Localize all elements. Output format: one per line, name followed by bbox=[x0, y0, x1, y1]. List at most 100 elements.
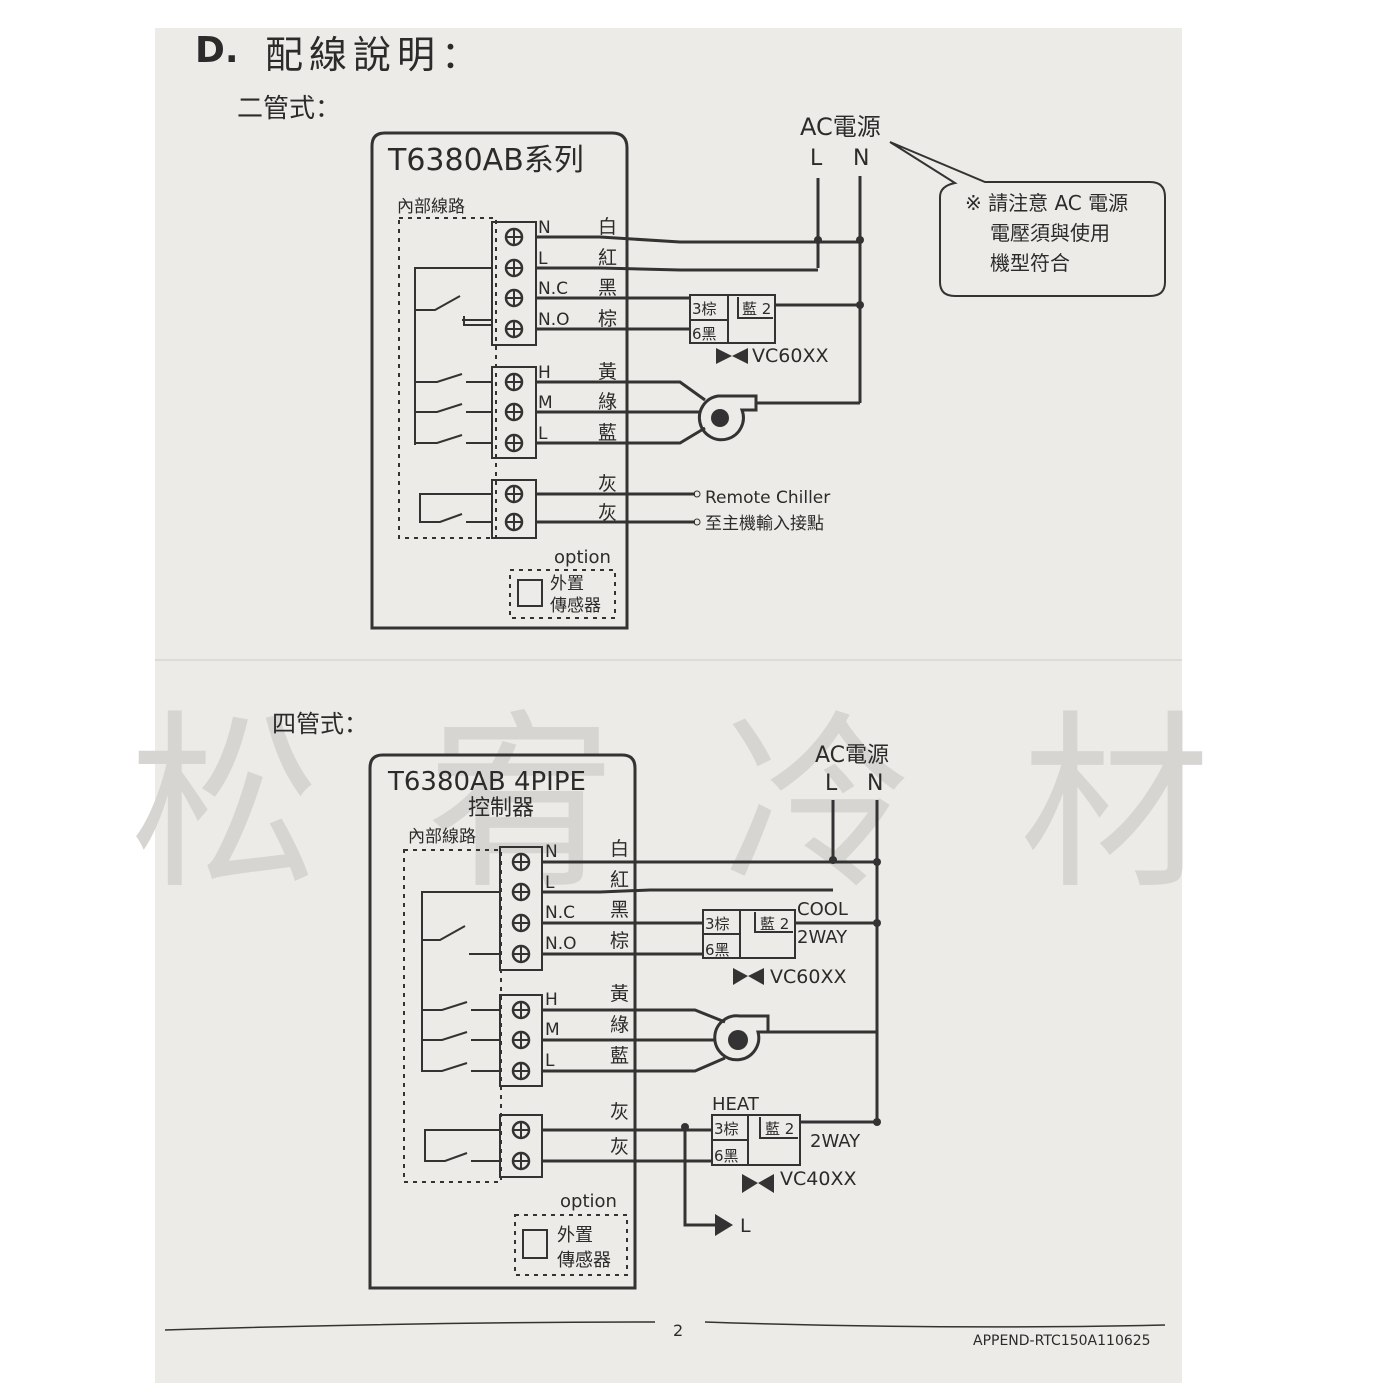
terminal-label: N bbox=[545, 842, 558, 862]
page-title: 配線說明： bbox=[265, 33, 485, 77]
option-label: option bbox=[560, 1191, 617, 1212]
wire-color: 藍 bbox=[610, 1045, 629, 1067]
arrow-icon bbox=[715, 1214, 733, 1236]
valve-model: VC60XX bbox=[752, 345, 828, 367]
valve-terminal: 6黑 bbox=[692, 325, 717, 343]
valve-terminal: 6黑 bbox=[705, 941, 730, 959]
terminal-screw-cross bbox=[513, 1063, 529, 1079]
document-code: APPEND-RTC150A110625 bbox=[973, 1333, 1151, 1349]
terminal-label: N.C bbox=[545, 903, 575, 923]
option-label: option bbox=[554, 547, 611, 568]
terminal-block bbox=[499, 846, 543, 971]
wire-color: 灰 bbox=[598, 473, 617, 495]
model-name: T6380AB系列 bbox=[387, 143, 584, 178]
page-number: 2 bbox=[673, 1321, 683, 1340]
wire-color: 綠 bbox=[598, 391, 617, 413]
terminal-screw-cross bbox=[513, 884, 529, 900]
sensor-label: 外置 bbox=[550, 574, 584, 594]
ac-l-label: L bbox=[810, 146, 823, 171]
wire-color: 白 bbox=[598, 216, 617, 238]
sensor-label: 傳感器 bbox=[550, 596, 601, 616]
terminal-screw-cross bbox=[506, 404, 522, 420]
terminal-label: L bbox=[538, 249, 548, 269]
terminal-screw-cross bbox=[513, 1002, 529, 1018]
wire-color: 棕 bbox=[598, 308, 617, 330]
two-pipe-diagram: 二管式： T6380AB系列 內部線路 N L N.C N.O H M L 白 … bbox=[237, 94, 1166, 630]
terminal-label: H bbox=[545, 990, 558, 1010]
controller-box bbox=[370, 131, 629, 630]
external-sensor-box bbox=[509, 569, 616, 619]
valve-icon bbox=[733, 968, 764, 985]
wire-color: 紅 bbox=[610, 869, 629, 891]
wire-color: 灰 bbox=[598, 502, 617, 524]
terminal-screw-cross bbox=[513, 946, 529, 962]
valve-terminal: 藍 2 bbox=[765, 1120, 794, 1138]
section-letter: D. bbox=[195, 30, 239, 71]
valve-model: VC60XX bbox=[770, 966, 846, 988]
ac-power-label: AC電源 bbox=[800, 113, 881, 141]
terminal-screw-cross bbox=[506, 514, 522, 530]
terminal-screw-cross bbox=[506, 435, 522, 451]
note-line: ※ 請注意 AC 電源 bbox=[965, 191, 1128, 215]
terminal-screw-cross bbox=[506, 290, 522, 306]
terminal-label: L bbox=[538, 424, 548, 444]
terminal-label: N.O bbox=[538, 310, 570, 330]
terminal-label: N bbox=[538, 218, 551, 238]
cool-valve-label: COOL bbox=[797, 899, 848, 920]
valve-terminal: 藍 2 bbox=[760, 915, 789, 933]
valve-terminal: 藍 2 bbox=[742, 300, 771, 318]
four-pipe-label: 四管式： bbox=[272, 710, 368, 738]
wire-color: 紅 bbox=[598, 247, 617, 269]
terminal-screw-cross bbox=[506, 486, 522, 502]
terminal-label: M bbox=[538, 393, 553, 413]
internal-label: 內部線路 bbox=[397, 197, 465, 217]
sensor-label: 外置 bbox=[557, 1225, 593, 1246]
valve-model: VC40XX bbox=[780, 1168, 856, 1190]
heat-valve-label: HEAT bbox=[712, 1094, 760, 1115]
wire-color: 黃 bbox=[610, 983, 629, 1005]
wire-color: 藍 bbox=[598, 422, 617, 444]
wire-color: 灰 bbox=[610, 1136, 629, 1158]
internal-circuit-box bbox=[398, 217, 497, 539]
valve-icon bbox=[742, 1174, 774, 1193]
wire-color: 綠 bbox=[610, 1014, 629, 1036]
external-sensor-box bbox=[514, 1214, 628, 1276]
valve-terminal: 3棕 bbox=[714, 1120, 739, 1138]
note-line: 機型符合 bbox=[990, 251, 1070, 275]
remote-chiller-label: Remote Chiller bbox=[705, 488, 830, 508]
terminal-screw-cross bbox=[513, 854, 529, 870]
fan-motor-icon bbox=[713, 1014, 770, 1062]
sensor-label: 傳感器 bbox=[557, 1250, 611, 1271]
terminal-block bbox=[499, 1114, 543, 1178]
two-pipe-label: 二管式： bbox=[237, 94, 341, 124]
terminal-block bbox=[491, 479, 537, 539]
ac-l-label: L bbox=[825, 771, 838, 796]
terminal-screw-cross bbox=[506, 229, 522, 245]
wire-color: 黑 bbox=[610, 899, 629, 921]
terminal-label: N.O bbox=[545, 934, 577, 954]
ac-power-label: AC電源 bbox=[815, 743, 889, 768]
model-subtitle: 控制器 bbox=[468, 796, 534, 821]
valve-terminal: 3棕 bbox=[705, 915, 730, 933]
terminal-label: L bbox=[545, 1051, 555, 1071]
note-line: 電壓須與使用 bbox=[990, 221, 1110, 245]
fan-motor-icon bbox=[697, 394, 758, 442]
wire-color: 黑 bbox=[598, 277, 617, 299]
wire-color: 棕 bbox=[610, 930, 629, 952]
sensor-icon bbox=[517, 579, 543, 607]
valve-icon bbox=[716, 348, 748, 364]
wire-color: 灰 bbox=[610, 1101, 629, 1123]
terminal-screw-cross bbox=[513, 915, 529, 931]
terminal-screw-cross bbox=[506, 321, 522, 337]
ac-n-label: N bbox=[853, 146, 869, 171]
sensor-icon bbox=[522, 1229, 548, 1259]
valve-terminal: 3棕 bbox=[692, 300, 717, 318]
to-l-label: L bbox=[740, 1215, 751, 1237]
internal-label: 內部線路 bbox=[408, 827, 476, 847]
model-name: T6380AB 4PIPE bbox=[387, 767, 586, 797]
wire-color: 白 bbox=[610, 838, 629, 860]
document-page bbox=[155, 28, 1182, 1383]
terminal-label: N.C bbox=[538, 279, 568, 299]
terminal-block bbox=[491, 221, 537, 346]
